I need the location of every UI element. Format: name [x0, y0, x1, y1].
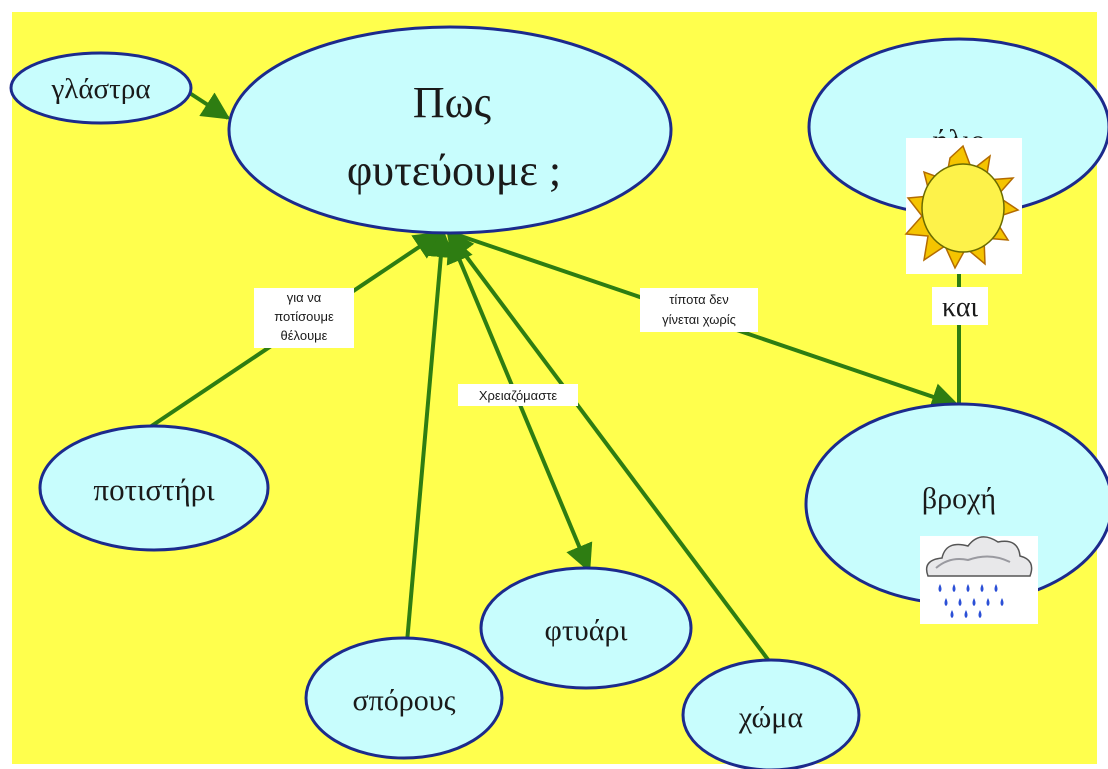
node-soil-label: χώμα — [738, 701, 803, 734]
node-center-line2: φυτεύουμε ; — [347, 146, 561, 195]
link-pot-to-center — [186, 90, 231, 120]
node-watering-can: ποτιστήρι — [38, 424, 270, 552]
node-seeds: σπόρους — [304, 636, 504, 760]
node-shovel-label: φτυάρι — [545, 614, 628, 647]
link-label-watering-line2: ποτίσουμε — [274, 309, 334, 324]
node-shovel: φτυάρι — [479, 566, 693, 690]
node-seeds-label: σπόρους — [352, 684, 455, 717]
link-label-and-text: και — [942, 292, 979, 323]
link-label-need-text: Χρειαζόμαστε — [479, 388, 558, 403]
link-label-watering-line3: θέλουμε — [281, 328, 328, 343]
node-pot-label: γλάστρα — [50, 73, 150, 105]
node-pot: γλάστρα — [9, 51, 193, 125]
link-label-and: και — [932, 287, 988, 325]
rain-cloud-icon — [920, 536, 1038, 624]
node-center: Πως φυτεύουμε ; — [227, 25, 673, 235]
link-label-watering-line1: για να — [287, 290, 322, 305]
link-label-watering: για να ποτίσουμε θέλουμε — [254, 288, 354, 348]
link-label-nothing-line2: γίνεται χωρίς — [662, 312, 736, 327]
link-label-nothing-line1: τίποτα δεν — [669, 292, 728, 307]
node-center-line1: Πως — [413, 78, 491, 127]
node-soil: χώμα — [681, 658, 861, 769]
link-seeds-to-center — [403, 229, 455, 666]
sun-icon — [904, 138, 1022, 274]
link-soil-to-center — [446, 229, 774, 667]
node-rain-label: βροχή — [922, 482, 996, 515]
link-label-need: Χρειαζόμαστε — [458, 384, 578, 406]
node-watering-can-label: ποτιστήρι — [93, 472, 215, 507]
link-label-nothing: τίποτα δεν γίνεται χωρίς — [640, 288, 758, 332]
